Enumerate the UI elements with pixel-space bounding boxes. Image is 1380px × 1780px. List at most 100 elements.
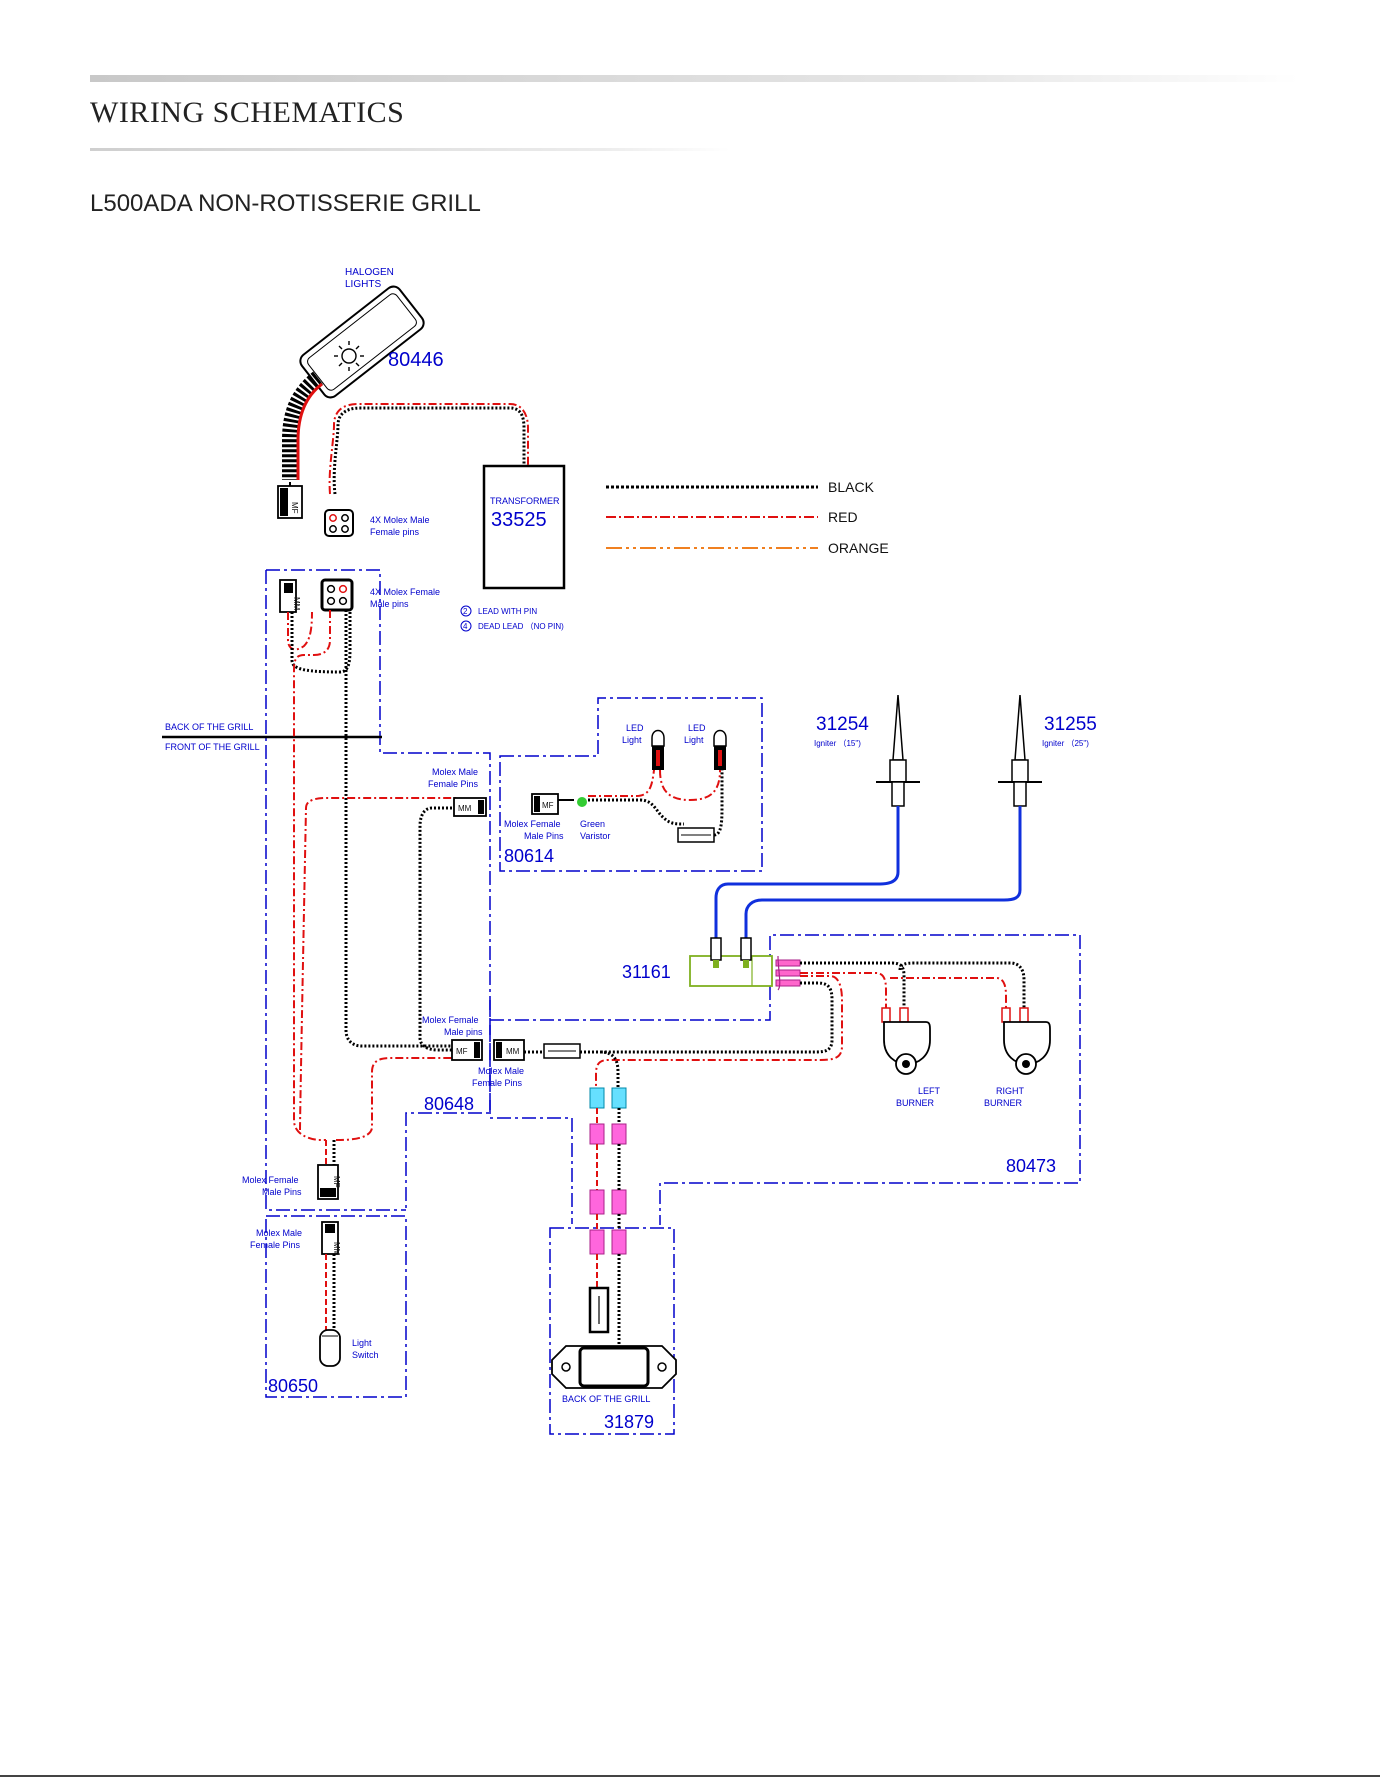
label-molex-male-2b: Female Pins — [472, 1078, 523, 1088]
part-31255: 31255 — [1044, 714, 1097, 735]
terminal-stack — [589, 1087, 627, 1346]
mf-tag-led: MF — [542, 801, 554, 810]
label-left-burner-2: BURNER — [896, 1098, 935, 1108]
pin-2-marker: 2 — [463, 607, 468, 616]
wire-black-halogen — [332, 406, 526, 495]
label-molex-male-2a: Molex Male — [478, 1066, 524, 1076]
led-light-b — [713, 729, 727, 770]
part-80650: 80650 — [268, 1376, 318, 1396]
footer-rule — [0, 1775, 1380, 1777]
legend-black-label: BLACK — [828, 479, 875, 495]
label-molex-female-2a: Molex Female — [422, 1015, 479, 1025]
halogen-cable — [282, 371, 324, 488]
label-molex-female-3a: Molex Female — [242, 1175, 299, 1185]
molex-4x-female — [320, 578, 354, 612]
label-light-switch-2: Switch — [352, 1350, 379, 1360]
boundary-31879 — [549, 1227, 675, 1435]
label-4x-molex-male-2: Female pins — [370, 527, 420, 537]
label-molex-male-1b: Female Pins — [428, 779, 479, 789]
label-molex-female-3b: Male Pins — [262, 1187, 302, 1197]
boundary-80648-upper — [266, 569, 491, 1210]
mf-tag: MF — [290, 502, 299, 514]
label-igniter-15: Igniter （15") — [814, 739, 861, 748]
boundary-80648-left — [265, 570, 406, 1211]
transformer-label: TRANSFORMER — [490, 496, 560, 506]
header-rule — [90, 75, 1300, 82]
page-title: WIRING SCHEMATICS — [90, 96, 405, 129]
module-31161 — [689, 955, 773, 987]
module-pink-terminals — [775, 959, 801, 987]
label-green-varistor-1: Green — [580, 819, 605, 829]
note-dead-lead: DEAD LEAD （NO PIN) — [478, 622, 564, 631]
module-terminal-b — [740, 937, 752, 961]
label-molex-male-3b: Female Pins — [250, 1240, 301, 1250]
subtitle-rule — [90, 148, 730, 151]
part-31254: 31254 — [816, 714, 869, 735]
label-igniter-25: Igniter （25") — [1042, 739, 1089, 748]
sun-icon — [334, 341, 364, 371]
led-light-a — [651, 729, 665, 770]
label-4x-molex-male-1: 4X Molex Male — [370, 515, 430, 525]
part-80446: 80446 — [388, 349, 444, 371]
label-molex-female-1a: Molex Female — [504, 819, 561, 829]
pin-4-marker: 4 — [463, 622, 468, 631]
mm-tag-top: MM — [292, 597, 301, 611]
legend-red-label: RED — [828, 509, 858, 525]
burner-wires — [524, 961, 1026, 1088]
label-light-switch-1: Light — [352, 1338, 372, 1348]
green-varistor-dot — [577, 797, 587, 807]
igniter-31254 — [876, 694, 920, 807]
label-led-b-1: LED — [688, 723, 706, 733]
wire-red-halogen — [328, 403, 529, 495]
mf-tag-bottom: MF — [332, 1176, 341, 1188]
light-switch — [319, 1329, 341, 1367]
label-right-burner-1: RIGHT — [996, 1086, 1025, 1096]
part-33525: 33525 — [491, 509, 547, 531]
part-80614: 80614 — [504, 846, 554, 866]
boundary-80614 — [499, 697, 763, 872]
label-molex-male-3a: Molex Male — [256, 1228, 302, 1238]
label-front-of-grill: FRONT OF THE GRILL — [165, 742, 260, 752]
mm-tag-lower: MM — [506, 1047, 520, 1056]
part-80473: 80473 — [1006, 1156, 1056, 1176]
label-4x-molex-female-2: Male pins — [370, 599, 409, 609]
mm-tag-switch: MM — [332, 1242, 341, 1256]
label-halogen: HALOGEN — [345, 267, 394, 278]
transformer-box — [482, 464, 566, 590]
halogen-light — [299, 285, 425, 399]
page-subtitle: L500ADA NON-ROTISSERIE GRILL — [90, 190, 481, 217]
label-back-of-grill-2: BACK OF THE GRILL — [562, 1394, 650, 1404]
label-lights: LIGHTS — [345, 279, 381, 290]
module-terminal-a — [710, 937, 722, 961]
part-31161: 31161 — [622, 962, 671, 982]
part-31879: 31879 — [604, 1412, 654, 1432]
igniter-wires — [714, 806, 1022, 938]
boundary-80648-lower — [489, 1000, 573, 1224]
label-left-burner-1: LEFT — [918, 1086, 941, 1096]
legend: BLACK RED ORANGE — [606, 479, 889, 556]
label-molex-female-1b: Male Pins — [524, 831, 564, 841]
mm-tag-mid: MM — [458, 804, 472, 813]
molex-4x-male — [324, 509, 354, 537]
part-80648: 80648 — [424, 1094, 474, 1114]
label-back-of-grill: BACK OF THE GRILL — [165, 722, 253, 732]
label-led-a-2: Light — [622, 735, 642, 745]
left-burner — [881, 1007, 931, 1075]
harness-80648-wires — [287, 610, 460, 1165]
mf-tag-lower: MF — [456, 1047, 468, 1056]
label-led-a-1: LED — [626, 723, 644, 733]
label-green-varistor-2: Varistor — [580, 831, 610, 841]
right-burner — [1001, 1007, 1051, 1075]
label-led-b-2: Light — [684, 735, 704, 745]
boundary-80473 — [490, 934, 1081, 1225]
label-right-burner-2: BURNER — [984, 1098, 1023, 1108]
label-4x-molex-female-1: 4X Molex Female — [370, 587, 440, 597]
label-molex-female-2b: Male pins — [444, 1027, 483, 1037]
assembly-boundaries — [265, 569, 1081, 1435]
note-lead-with-pin: LEAD WITH PIN — [478, 607, 537, 616]
igniter-31255 — [998, 694, 1042, 807]
boundary-80650 — [265, 1215, 407, 1398]
legend-orange-label: ORANGE — [828, 540, 889, 556]
label-molex-male-1a: Molex Male — [432, 767, 478, 777]
